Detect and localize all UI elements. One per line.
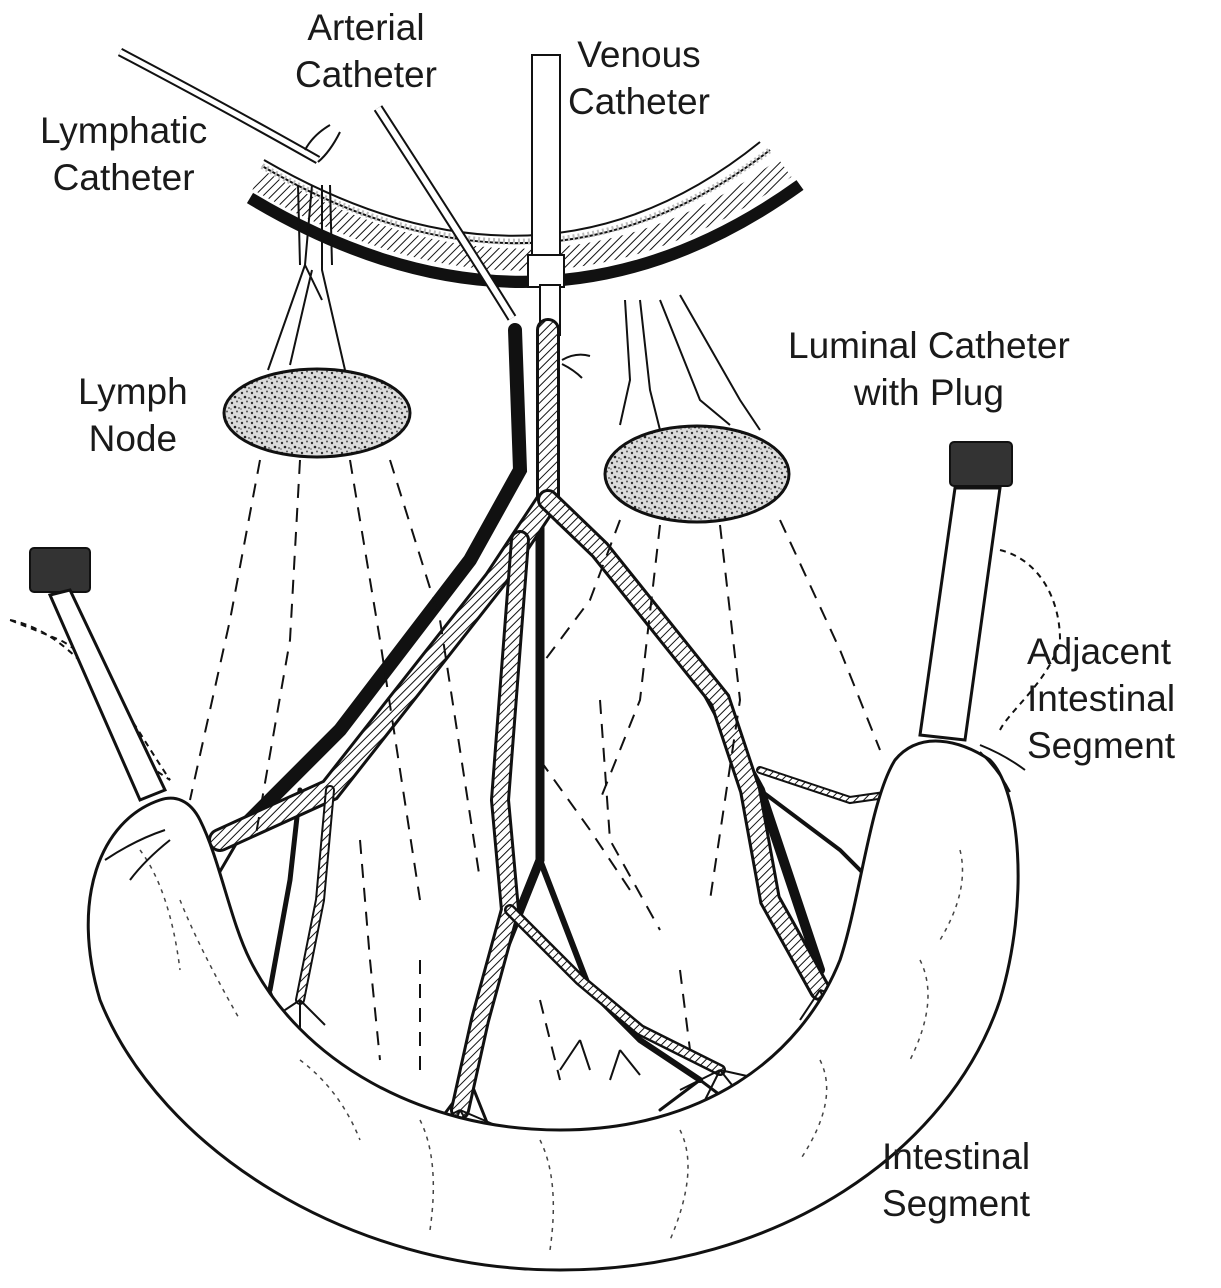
label-intestinal-segment: Intestinal Segment	[882, 1133, 1030, 1227]
adjacent-label-line-3: Segment	[1027, 722, 1175, 769]
intestinal-label-line-1: Intestinal	[882, 1133, 1030, 1180]
lymphatic-label-line-2: Catheter	[40, 154, 207, 201]
label-lymphatic-catheter: Lymphatic Catheter	[40, 107, 207, 201]
luminal-catheter-left	[30, 548, 165, 800]
label-venous-catheter: Venous Catheter	[568, 31, 710, 125]
adjacent-label-line-1: Adjacent	[1027, 628, 1175, 675]
luminal-label-line-2: with Plug	[788, 369, 1070, 416]
label-adjacent-segment: Adjacent Intestinal Segment	[1027, 628, 1175, 769]
arterial-catheter-tube	[378, 108, 512, 318]
label-lymph-node: Lymph Node	[78, 368, 188, 462]
luminal-catheter-right	[920, 442, 1012, 740]
lymph-node-label-line-2: Node	[78, 415, 188, 462]
venous-label-line-1: Venous	[568, 31, 710, 78]
adjacent-segment	[10, 550, 1060, 780]
lymphatic-label-line-1: Lymphatic	[40, 107, 207, 154]
lymph-node-right	[605, 426, 789, 522]
lymph-node-label-line-1: Lymph	[78, 368, 188, 415]
intestinal-segment	[88, 741, 1018, 1270]
luminal-label-line-1: Luminal Catheter	[788, 322, 1070, 369]
venous-label-line-2: Catheter	[568, 78, 710, 125]
lymph-node-left	[224, 369, 410, 457]
arterial-label-line-2: Catheter	[295, 51, 437, 98]
label-arterial-catheter: Arterial Catheter	[295, 4, 437, 98]
adjacent-label-line-2: Intestinal	[1027, 675, 1175, 722]
arterial-label-line-1: Arterial	[295, 4, 437, 51]
label-luminal-catheter: Luminal Catheter with Plug	[788, 322, 1070, 416]
intestinal-label-line-2: Segment	[882, 1180, 1030, 1227]
